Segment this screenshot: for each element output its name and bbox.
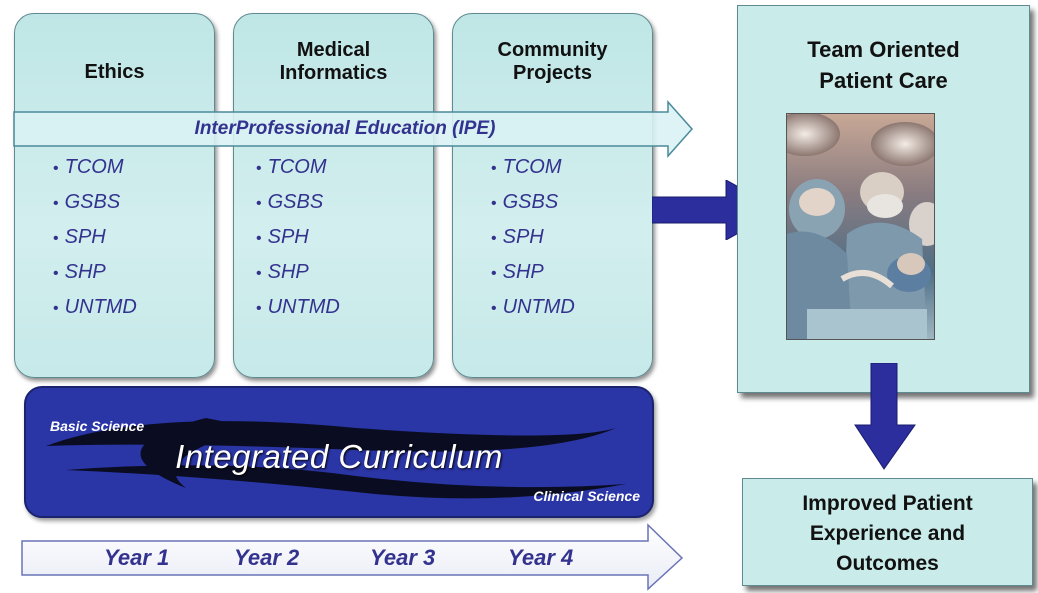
arrow-down-icon bbox=[854, 363, 916, 470]
year-3-label: Year 3 bbox=[370, 545, 436, 570]
list-item: •TCOM bbox=[491, 156, 562, 178]
year-4-label: Year 4 bbox=[508, 545, 574, 570]
list-item: •SPH bbox=[491, 226, 544, 248]
basic-science-label: Basic Science bbox=[50, 418, 145, 434]
list-item: •UNTMD bbox=[53, 296, 137, 318]
community-title: Community Projects bbox=[497, 39, 608, 84]
list-item: •GSBS bbox=[53, 191, 121, 213]
year-1-label: Year 1 bbox=[104, 545, 170, 570]
clinical-science-label: Clinical Science bbox=[533, 488, 640, 504]
integrated-curriculum-banner: Basic Science Integrated Curriculum Clin… bbox=[24, 386, 654, 518]
list-item: •SHP bbox=[491, 261, 544, 283]
outcomes-box: Improved Patient Experience and Outcomes bbox=[742, 478, 1033, 586]
community-panel: Community Projects •TCOM •GSBS •SPH •SHP… bbox=[452, 13, 653, 378]
informatics-list: •TCOM •GSBS •SPH •SHP •UNTMD bbox=[256, 156, 340, 331]
ipe-label: InterProfessional Education (IPE) bbox=[194, 118, 496, 139]
team-care-box: Team Oriented Patient Care bbox=[737, 5, 1030, 393]
surgical-team-photo bbox=[786, 113, 935, 340]
list-item: •UNTMD bbox=[491, 296, 575, 318]
swoosh-graphic bbox=[46, 418, 626, 499]
team-care-title: Team Oriented Patient Care bbox=[807, 37, 960, 93]
informatics-panel: Medical Informatics •TCOM •GSBS •SPH •SH… bbox=[233, 13, 434, 378]
list-item: •SHP bbox=[53, 261, 106, 283]
ethics-title: Ethics bbox=[84, 61, 145, 83]
year-2-label: Year 2 bbox=[234, 545, 300, 570]
list-item: •SHP bbox=[256, 261, 309, 283]
list-item: •SPH bbox=[53, 226, 106, 248]
list-item: •UNTMD bbox=[256, 296, 340, 318]
ipe-arrow bbox=[13, 100, 694, 158]
list-item: •GSBS bbox=[256, 191, 324, 213]
list-item: •TCOM bbox=[53, 156, 124, 178]
outcomes-title: Improved Patient Experience and Outcomes bbox=[802, 492, 973, 575]
list-item: •GSBS bbox=[491, 191, 559, 213]
ethics-list: •TCOM •GSBS •SPH •SHP •UNTMD bbox=[53, 156, 137, 331]
year-timeline-arrow bbox=[21, 523, 684, 591]
list-item: •TCOM bbox=[256, 156, 327, 178]
ethics-panel: Ethics •TCOM •GSBS •SPH •SHP •UNTMD bbox=[14, 13, 215, 378]
informatics-title: Medical Informatics bbox=[279, 39, 388, 84]
integrated-curriculum-title: Integrated Curriculum bbox=[175, 438, 503, 475]
list-item: •SPH bbox=[256, 226, 309, 248]
community-list: •TCOM •GSBS •SPH •SHP •UNTMD bbox=[491, 156, 575, 331]
